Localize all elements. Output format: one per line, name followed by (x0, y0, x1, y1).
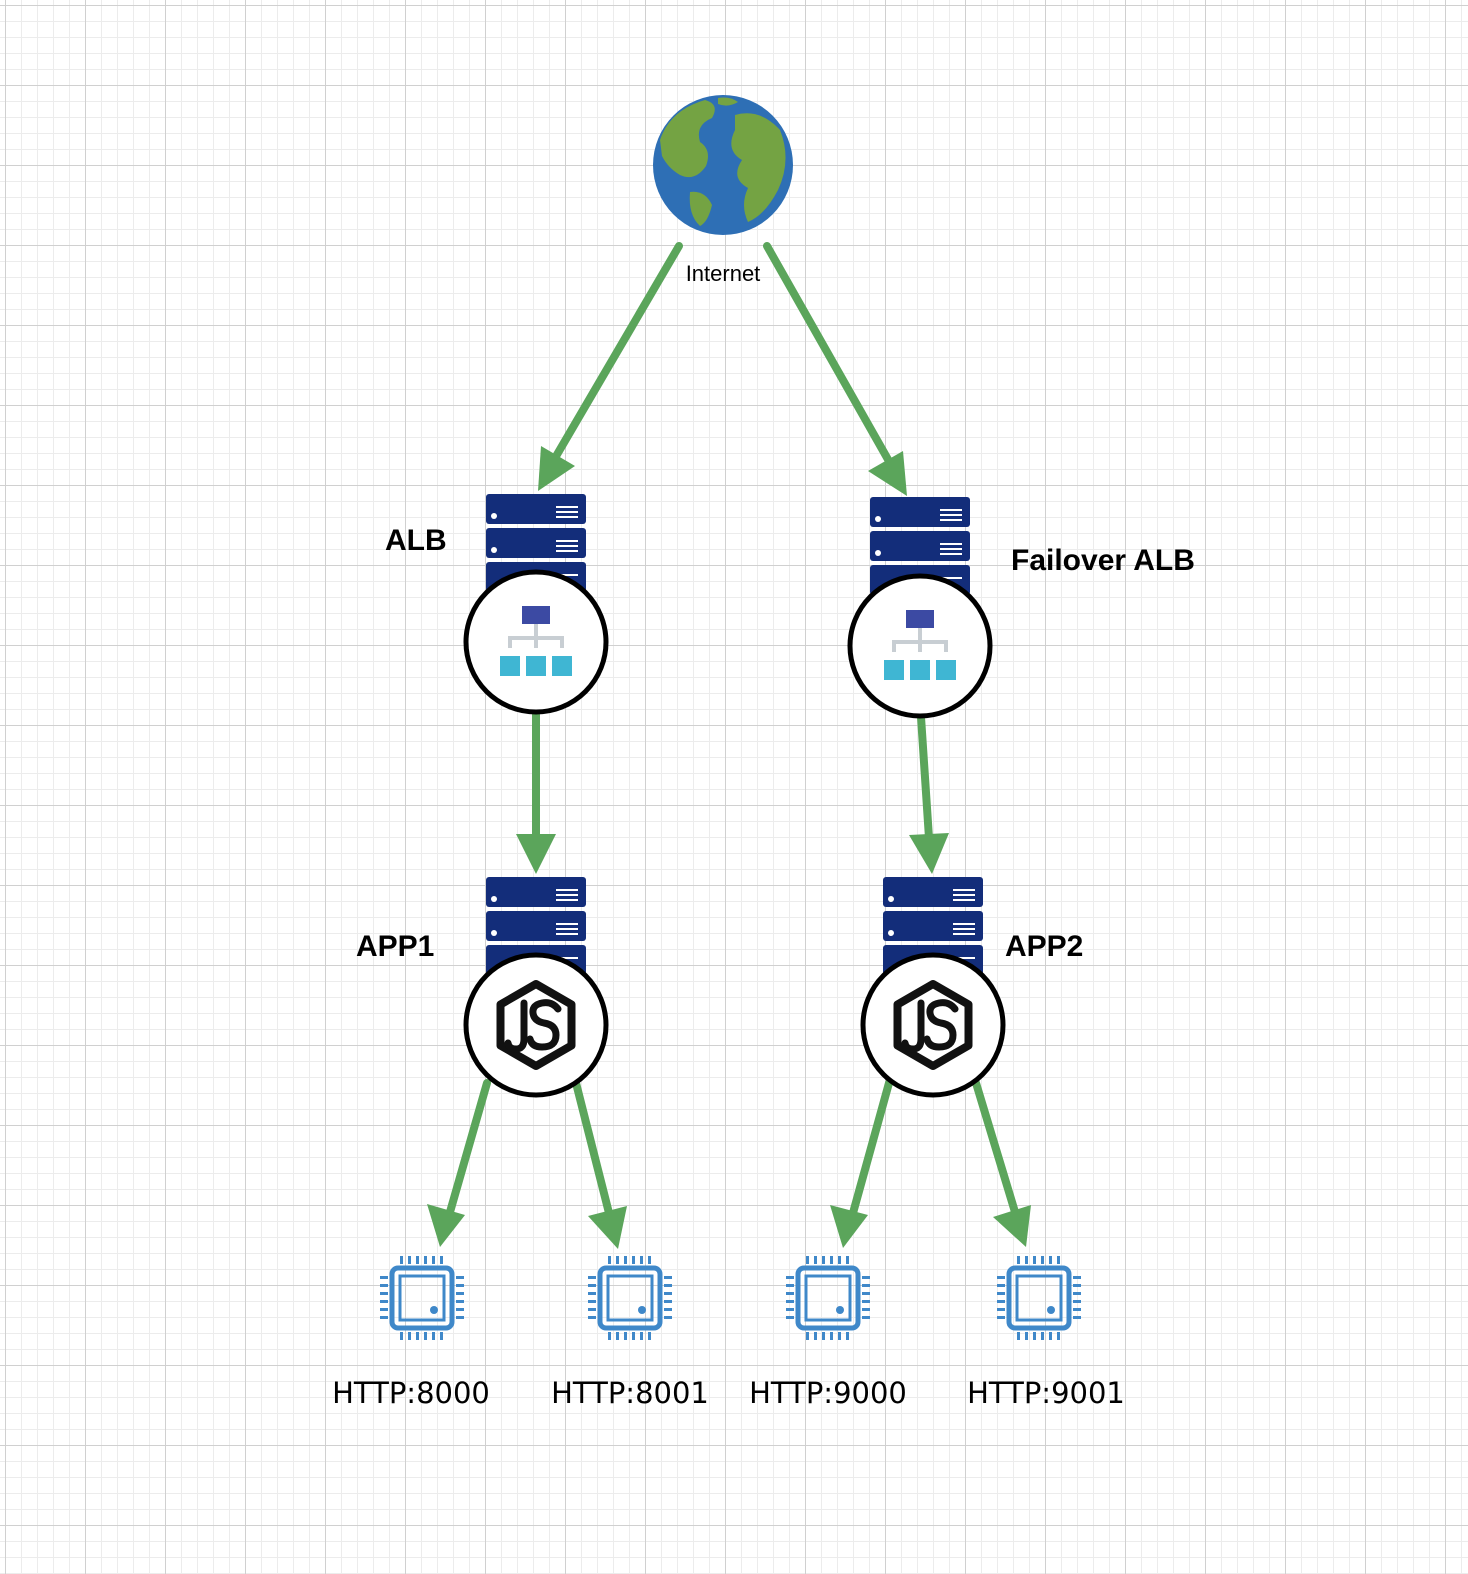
internet-node[interactable]: Internet (653, 95, 793, 286)
cpu-chip-icon (997, 1256, 1081, 1340)
edge-app1-8000 (427, 1079, 491, 1247)
port-8001-node[interactable]: HTTP:8001 (551, 1256, 709, 1410)
cpu-chip-icon (786, 1256, 870, 1340)
edge-internet-alb (538, 242, 683, 491)
edge-app2-9001 (972, 1079, 1031, 1247)
edges (427, 242, 1031, 1249)
alb-node[interactable]: ALB (385, 494, 609, 715)
app1-node[interactable]: APP1 (356, 877, 609, 1098)
port-9000-node[interactable]: HTTP:9000 (749, 1256, 907, 1410)
alb-label: ALB (385, 524, 447, 557)
port-8001-label: HTTP:8001 (551, 1376, 709, 1410)
internet-label: Internet (686, 261, 761, 286)
failover-alb-label: Failover ALB (1011, 544, 1195, 577)
edge-alb-app1 (516, 709, 556, 874)
port-8000-node[interactable]: HTTP:8000 (332, 1256, 490, 1410)
edge-internet-failover-alb (763, 242, 907, 496)
cpu-chip-icon (380, 1256, 464, 1340)
edge-app1-8001 (572, 1079, 627, 1249)
failover-alb-node[interactable]: Failover ALB (847, 497, 1195, 719)
port-9001-label: HTTP:9001 (967, 1376, 1125, 1410)
app2-node[interactable]: APP2 (860, 877, 1083, 1098)
edge-app2-9000 (830, 1079, 893, 1248)
app2-label: APP2 (1005, 930, 1083, 963)
cpu-chip-icon (588, 1256, 672, 1340)
port-8000-label: HTTP:8000 (332, 1376, 490, 1410)
globe-icon (653, 95, 793, 235)
port-9001-node[interactable]: HTTP:9001 (967, 1256, 1125, 1410)
app1-label: APP1 (356, 930, 434, 963)
edge-failover-alb-app2 (909, 713, 949, 874)
port-9000-label: HTTP:9000 (749, 1376, 907, 1410)
